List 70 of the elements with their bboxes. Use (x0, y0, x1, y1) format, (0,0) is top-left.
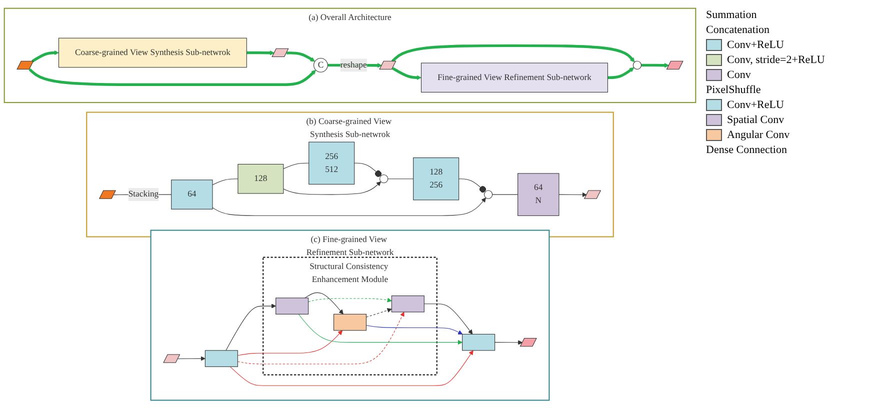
legend-text: Dense Connection (706, 144, 787, 156)
arrow (366, 308, 392, 318)
node-circle (380, 174, 388, 183)
node-parallelogram (666, 60, 684, 70)
node-parallelogram (520, 338, 537, 346)
connector (492, 194, 518, 195)
cluster (4, 8, 696, 103)
legend-text: Spatial Conv (727, 114, 784, 126)
node-bar (462, 334, 496, 350)
arrow (212, 197, 486, 216)
legend-text: Summation (706, 9, 757, 21)
arrow (558, 192, 587, 197)
arrow (298, 314, 463, 344)
arrow (246, 50, 275, 55)
arrow (391, 44, 635, 62)
node-parallelogram (16, 60, 34, 70)
connector (458, 178, 486, 192)
arrow (178, 356, 206, 361)
node-box (171, 179, 213, 210)
node-box (413, 157, 460, 200)
connector (212, 178, 238, 185)
node-parallelogram (379, 60, 396, 70)
legend-text: PixelShuffle (706, 84, 761, 96)
node-bar (334, 314, 366, 330)
node-bar (391, 295, 424, 312)
legend-text: Concatenation (706, 24, 770, 36)
arrow (237, 312, 404, 364)
node-box (58, 38, 247, 68)
cluster (150, 229, 550, 400)
node-parallelogram (98, 190, 116, 199)
arrow (424, 303, 473, 334)
arrow (226, 303, 276, 350)
node-box (518, 172, 560, 216)
arrow (392, 66, 422, 80)
cluster (86, 111, 614, 238)
node-parallelogram (272, 48, 289, 57)
arrow (283, 181, 382, 195)
node-circle (484, 190, 493, 199)
arrow (286, 51, 316, 62)
node-circle (632, 60, 642, 70)
arrow (304, 292, 344, 314)
node-parallelogram (584, 190, 602, 199)
arrow (32, 50, 59, 62)
arrow (237, 330, 343, 356)
node-parallelogram (163, 354, 180, 363)
arrow (366, 324, 463, 334)
legend-text: Conv+ReLU (727, 39, 784, 51)
node-box (308, 141, 355, 184)
arrow (641, 62, 670, 68)
legend-text: Angular Conv (727, 129, 790, 141)
node-bar (204, 350, 238, 367)
arrow (230, 350, 474, 386)
node-box (238, 164, 284, 194)
cluster (262, 256, 438, 376)
node-circle (314, 58, 328, 72)
network-diagram: (a) Overall Architecture reshape Coarse-grained View Synthesis Sub-netwrok C Fine-grained View Refinement Sub-network (b) Coarse-grained View Synthesis Sub-netwrok Stacking 64 128 256 512 128 256 64 N (c) Fine-grained View Refinement Sub-network Structural Consistency Enhancement Module (0, 4, 700, 404)
edge-label: Stacking (128, 189, 159, 199)
edge-label: reshape (340, 60, 367, 70)
legend-text: Conv (727, 69, 751, 81)
arrow (608, 67, 634, 79)
arrow (28, 68, 316, 86)
connector (283, 162, 310, 169)
legend-text: Conv+ReLU (727, 99, 784, 111)
node-box (420, 62, 608, 92)
arrow (308, 297, 392, 302)
connector (388, 178, 414, 179)
node-bar (276, 297, 309, 314)
legend-text: Conv, stride=2+ReLU (727, 54, 825, 66)
connector (354, 162, 382, 177)
arrow (494, 340, 523, 345)
